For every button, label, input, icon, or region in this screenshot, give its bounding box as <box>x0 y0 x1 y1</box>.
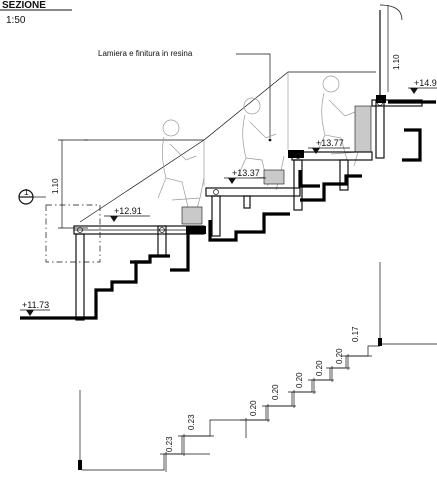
drawing-title: SEZIONE <box>2 0 46 11</box>
railing-height-dimension-left: 1.10 <box>51 139 88 229</box>
level-marker-3: +13.37 <box>224 168 266 184</box>
section-marker-label: 1 <box>24 188 29 197</box>
riser-height-label: 0.20 <box>335 348 344 364</box>
seated-figures <box>157 75 363 213</box>
seated-person-1 <box>157 119 205 213</box>
section-marker: 1 <box>18 188 46 205</box>
level-marker-1: +11.73 <box>20 300 50 316</box>
riser-height-label: 0.17 <box>351 326 360 342</box>
riser-height-label: 0.23 <box>165 436 174 452</box>
riser-height-label: 0.23 <box>187 414 196 430</box>
level-marker-4: +13.77 <box>308 138 350 154</box>
railing-height-dimension-top: 1.10 <box>379 4 403 95</box>
level-4-label: +13.77 <box>316 138 344 148</box>
riser-height-label: 0.20 <box>271 384 280 400</box>
seat-blocks <box>181 105 372 225</box>
railing-height-label-top: 1.10 <box>392 54 401 70</box>
material-annotation: Lamiera e finitura in resina <box>98 49 272 142</box>
level-5-label: +14.9 <box>414 78 437 88</box>
concrete-steps <box>20 95 436 320</box>
drawing-header: SEZIONE 1:50 <box>0 0 72 26</box>
level-marker-2: +12.91 <box>104 206 150 222</box>
bolts <box>77 100 383 233</box>
riser-height-label: 0.20 <box>315 360 324 376</box>
level-1-label: +11.73 <box>22 300 49 310</box>
level-marker-5: +14.9 <box>408 78 437 94</box>
annotation-text: Lamiera e finitura in resina <box>98 49 193 58</box>
level-3-label: +13.37 <box>232 168 260 178</box>
lower-stair-profile <box>78 262 437 472</box>
railing-height-label-left: 1.10 <box>51 178 60 194</box>
riser-labels: 0.23 0.23 0.20 0.20 0.20 0.20 0.20 0.17 <box>165 326 360 452</box>
level-2-label: +12.91 <box>114 206 142 216</box>
riser-height-label: 0.20 <box>295 372 304 388</box>
scale-label: 1:50 <box>6 15 26 26</box>
riser-height-label: 0.20 <box>249 400 258 416</box>
